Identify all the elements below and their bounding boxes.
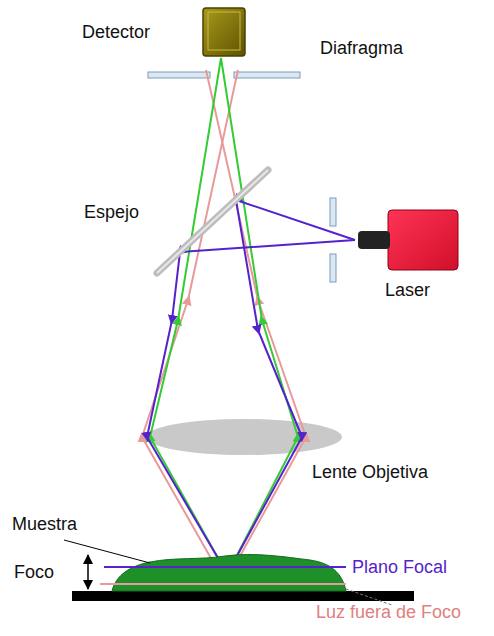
part-label: Detector: [82, 22, 150, 43]
focal-plane-line: [104, 566, 346, 568]
part-label: Diafragma: [320, 38, 403, 59]
laser-nozzle: [358, 231, 390, 249]
sample-stage: [72, 591, 414, 601]
part-label: Lente Objetiva: [312, 462, 428, 483]
plane-label: Plano Focal: [352, 557, 447, 578]
laser-aperture: [330, 254, 336, 282]
part-label: Espejo: [84, 202, 139, 223]
objective-lens: [146, 419, 342, 455]
laser-ray: [232, 200, 355, 565]
emission-ray: [150, 58, 222, 565]
leader-line: [64, 540, 150, 563]
out-of-focus-ray: [206, 70, 306, 583]
part-label: Laser: [385, 280, 430, 301]
part-label: Muestra: [12, 514, 77, 535]
sample: [112, 555, 346, 591]
laser-box: [388, 210, 458, 270]
dimension-label: Foco: [14, 562, 54, 583]
laser-ray: [147, 240, 355, 565]
laser-aperture: [330, 198, 336, 226]
diaphragm-plate: [234, 72, 300, 78]
detector-bevel: [208, 12, 240, 50]
emission-ray: [221, 58, 298, 565]
out-of-focus-line: [100, 583, 346, 585]
diaphragm-plate: [148, 72, 210, 78]
plane-label: Luz fuera de Foco: [316, 602, 461, 623]
focus-arrow: [87, 555, 89, 589]
mirror-highlight: [157, 170, 268, 273]
detector-box: [203, 8, 245, 56]
dichroic-mirror: [157, 170, 268, 273]
